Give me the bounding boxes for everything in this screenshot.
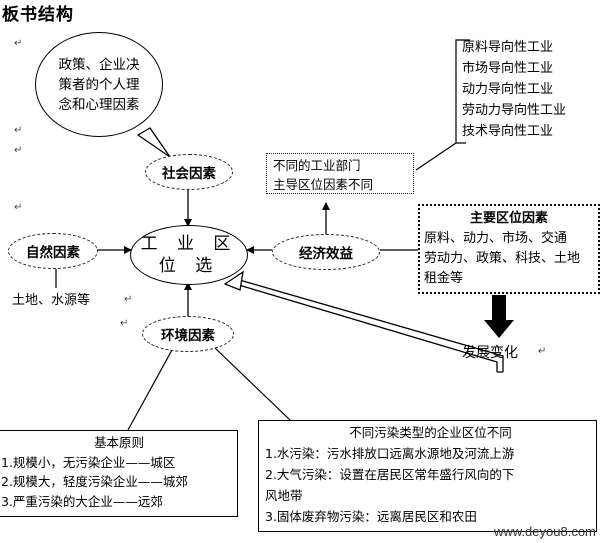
pollution-title: 不同污染类型的企业区位不同 [349,425,512,440]
paragraph-mark: ↵ [14,202,23,213]
line-env-principles [127,349,173,431]
line-sector-orientation [415,142,457,171]
principles-box: 基本原则 1.规模小，无污染企业——城区 2.规模大，轻度污染企业——城郊 3.… [0,430,238,517]
paragraph-mark: ↵ [120,318,129,329]
paragraph-mark: ↵ [14,125,23,136]
paragraph-mark: ↵ [14,145,23,156]
environment-factor-label: 环境因素 [161,328,215,344]
natural-factor-detail: 土地、水源等 [12,293,91,308]
bubble-line: 政策、企业决 [58,56,140,73]
natural-factor-label: 自然因素 [26,245,80,261]
orientation-item: 劳动力导向性工业 [462,103,567,118]
development-change-path [231,282,498,372]
main-factors-title: 主要区位因素 [469,211,548,226]
orientation-bracket [455,39,470,144]
paragraph-mark: ↵ [14,38,23,49]
principles-title: 基本原则 [93,435,144,450]
main-factors-line: 原料、动力、市场、交通 [424,231,568,246]
economic-factor-node: 经济效益 [272,234,380,270]
sector-box: 不同的工业部门 主导区位因素不同 [266,153,414,194]
social-factor-label: 社会因素 [162,166,216,182]
bubble-line: 念和心理因素 [58,96,140,113]
orientation-item: 原料导向性工业 [462,40,554,55]
watermark: www.deyou8.com [494,524,596,539]
sector-line: 不同的工业部门 [273,158,361,173]
sector-line: 主导区位因素不同 [273,177,374,192]
pollution-item: 2.大气污染：设置在居民区常年盛行风向的下 [265,467,515,482]
paragraph-mark: ↵ [538,346,547,357]
principle-item: 1.规模小，无污染企业——城区 [1,454,176,470]
main-factors-line: 租金等 [424,271,464,286]
principle-item: 3.严重污染的大企业——远郊 [1,493,163,509]
orientation-item: 动力导向性工业 [462,82,554,97]
natural-factor-node: 自然因素 [8,233,98,269]
social-factor-node: 社会因素 [145,154,233,190]
social-factor-bubble: 政策、企业决 策者的个人理 念和心理因素 [35,32,163,137]
development-change-label: 发展变化 [462,345,518,361]
pollution-item: 1.水污染：污水排放口远离水源地及河流上游 [265,446,515,461]
orientation-list: 原料导向性工业 市场导向性工业 动力导向性工业 劳动力导向性工业 技术导向性工业 [462,37,592,142]
pollution-item: 风地带 [265,488,303,503]
pollution-box: 不同污染类型的企业区位不同 1.水污染：污水排放口远离水源地及河流上游 2.大气… [258,420,597,532]
bubble-line: 策者的个人理 [58,76,140,93]
core-line: 工 业 区 [140,234,238,254]
orientation-item: 技术导向性工业 [462,124,554,139]
arrow-main-to-development [484,295,514,338]
line-env-pollution [214,347,291,421]
main-factors-line: 劳动力、政策、科技、土地 [424,251,581,266]
page-title: 板书结构 [2,5,74,25]
environment-factor-node: 环境因素 [142,316,234,352]
bubble-tail [136,127,171,158]
industrial-location-core: 工 业 区 位 选 [130,225,248,285]
orientation-item: 市场导向性工业 [462,61,554,76]
paragraph-mark: ↵ [124,294,133,305]
principle-item: 2.规模大，轻度污染企业——城郊 [1,474,188,489]
main-factors-box: 主要区位因素 原料、动力、市场、交通 劳动力、政策、科技、土地 租金等 [418,204,600,294]
development-change-arrowhead [223,270,244,291]
pollution-item: 3.固体废弃物污染：远离居民区和农田 [265,509,477,524]
economic-factor-label: 经济效益 [299,246,353,262]
core-line: 位 选 [158,256,220,276]
